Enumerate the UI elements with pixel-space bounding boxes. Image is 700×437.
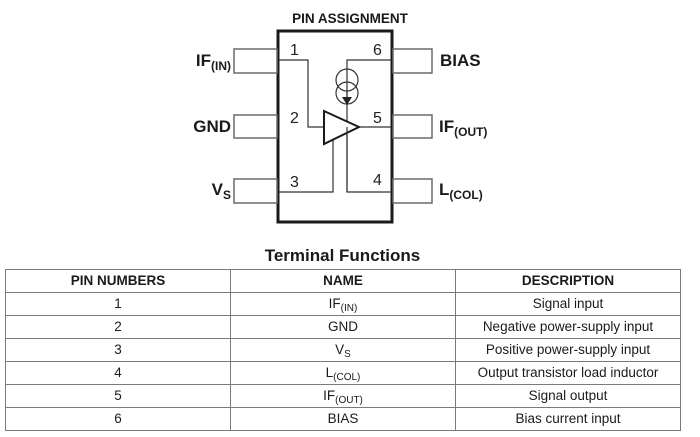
table-row: 4 L(COL) Output transistor load inductor (5, 361, 681, 385)
table-row: 5 IF(OUT) Signal output (5, 384, 681, 408)
name-subscript: (OUT) (335, 395, 363, 406)
pin-label-text: BIAS (440, 51, 481, 70)
pin-label-vs: VS (211, 180, 231, 202)
name-cell: IF(IN) (230, 292, 456, 316)
pin-number-3: 3 (290, 174, 299, 191)
name-subscript: (IN) (340, 303, 358, 314)
table-header-row: PIN NUMBERS NAME DESCRIPTION (5, 269, 681, 293)
description-cell: Signal input (455, 292, 681, 316)
pin-cell: 2 (5, 315, 231, 339)
pin-label-text: L (439, 180, 450, 199)
pin-cell: 1 (5, 292, 231, 316)
name-cell: BIAS (230, 407, 456, 431)
name-text: IF (323, 388, 336, 403)
pin-number-1: 1 (290, 42, 299, 59)
pin-label-subscript: (IN) (211, 59, 231, 73)
name-subscript: (COL) (333, 372, 361, 383)
name-cell: GND (230, 315, 456, 339)
pin-label-subscript: (COL) (449, 188, 483, 202)
column-header-name: NAME (230, 269, 456, 293)
pin-5-lead (392, 114, 433, 139)
package-body (276, 29, 394, 224)
name-cell: VS (230, 338, 456, 362)
name-cell: L(COL) (230, 361, 456, 385)
pin-label-text: IF (195, 51, 211, 70)
description-cell: Positive power-supply input (455, 338, 681, 362)
name-cell: IF(OUT) (230, 384, 456, 408)
description-cell: Output transistor load inductor (455, 361, 681, 385)
description-cell: Negative power-supply input (455, 315, 681, 339)
name-text: IF (328, 296, 341, 311)
pin-label-subscript: (OUT) (454, 125, 488, 139)
pin-number-2: 2 (290, 110, 299, 127)
table-row: 6 BIAS Bias current input (5, 407, 681, 431)
name-text: GND (328, 319, 358, 334)
table-row: 1 IF(IN) Signal input (5, 292, 681, 316)
table-row: 2 GND Negative power-supply input (5, 315, 681, 339)
pin-3-wire (279, 139, 334, 193)
pin-label-subscript: S (222, 188, 231, 202)
pin-1-lead (233, 48, 278, 74)
pin-label-bias: BIAS (440, 51, 481, 71)
description-cell: Bias current input (455, 407, 681, 431)
current-source-icon (335, 68, 359, 105)
pin-cell: 5 (5, 384, 231, 408)
pin-label-if-in: IF(IN) (195, 51, 231, 73)
pin-cell: 6 (5, 407, 231, 431)
pin-number-6: 6 (373, 42, 382, 59)
pin-number-5: 5 (373, 110, 382, 127)
pin-6-lead (392, 48, 433, 74)
table-row: 3 VS Positive power-supply input (5, 338, 681, 362)
pin-cell: 4 (5, 361, 231, 385)
diagram-title: PIN ASSIGNMENT (292, 11, 408, 26)
pin-label-text: V (211, 180, 223, 199)
pin-cell: 3 (5, 338, 231, 362)
name-text: V (335, 342, 345, 357)
terminal-functions-table: PIN NUMBERS NAME DESCRIPTION 1 IF(IN) Si… (5, 269, 681, 431)
pin-label-text: IF (439, 117, 455, 136)
pin-label-text: GND (193, 117, 231, 136)
name-text: BIAS (327, 411, 359, 426)
description-cell: Signal output (455, 384, 681, 408)
name-subscript: S (344, 349, 351, 360)
pin-1-wire (279, 59, 324, 128)
pin-label-gnd: GND (193, 117, 231, 137)
pin-label-if-out: IF(OUT) (439, 117, 488, 139)
pin-number-4: 4 (373, 172, 382, 189)
column-header-description: DESCRIPTION (455, 269, 681, 293)
amplifier-triangle-icon (323, 109, 362, 146)
pin-2-lead (233, 114, 278, 139)
pin-3-lead (233, 178, 278, 204)
table-title: Terminal Functions (264, 246, 421, 265)
name-text: L (325, 365, 334, 380)
column-header-pin-numbers: PIN NUMBERS (5, 269, 231, 293)
pin-label-l-col: L(COL) (439, 180, 483, 202)
pin-4-lead (392, 178, 433, 204)
pin-assignment-diagram (233, 29, 433, 224)
